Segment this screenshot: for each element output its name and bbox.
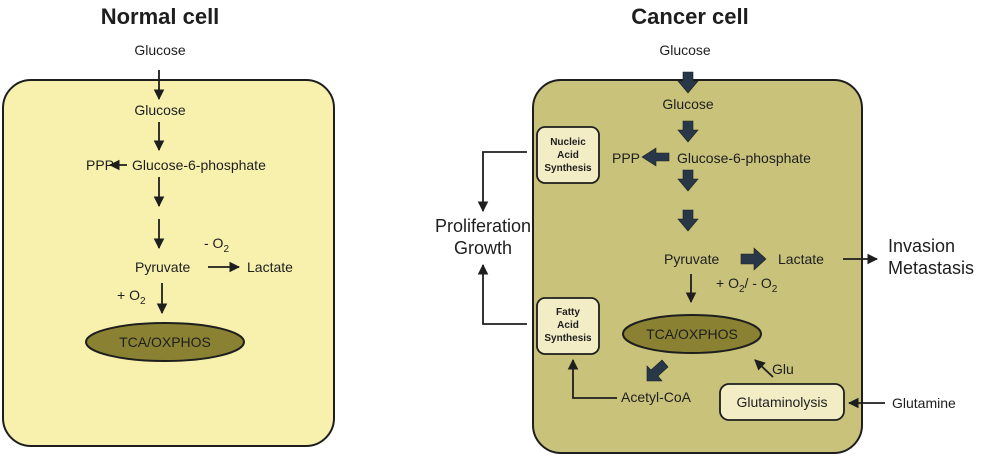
normal-plus-o2-label: + O2 (117, 287, 146, 307)
metastasis-label: Metastasis (888, 258, 974, 278)
cancer-glucose-outside: Glucose (659, 42, 711, 58)
nucleic-acid-synthesis-box (536, 126, 600, 184)
normal-pyruvate: Pyruvate (135, 259, 190, 275)
nucleic-line-3: Synthesis (544, 163, 592, 174)
fatty-line-2: Acid (557, 320, 579, 331)
arrow-fatty-to-proliferation (477, 263, 527, 325)
arrow-nucleic-to-proliferation (477, 151, 527, 213)
cancer-cell-membrane (532, 79, 863, 454)
normal-g6p: Glucose-6-phosphate (132, 157, 266, 173)
cancer-ppp: PPP (612, 150, 640, 166)
normal-minus-o2-label: - O2 (204, 235, 229, 255)
cancer-tca-label: TCA/OXPHOS (646, 326, 738, 342)
normal-ppp: PPP (86, 157, 114, 173)
cancer-pyruvate: Pyruvate (664, 251, 719, 267)
glutaminolysis-label: Glutaminolysis (736, 394, 827, 410)
cancer-lactate: Lactate (778, 251, 824, 267)
nucleic-line-1: Nucleic (550, 137, 586, 148)
normal-cell-title: Normal cell (101, 4, 220, 29)
cancer-o2-label: + O2/ - O2 (716, 275, 778, 295)
normal-lactate: Lactate (247, 259, 293, 275)
glutamine-label: Glutamine (892, 395, 956, 411)
cancer-thick-arrow-to-lactate (740, 247, 767, 271)
normal-tca-ellipse (85, 322, 245, 362)
nucleic-line-2: Acid (557, 150, 579, 161)
cancer-cell-title: Cancer cell (631, 4, 748, 29)
normal-cell-membrane (2, 79, 335, 447)
cancer-glucose-inside: Glucose (662, 96, 714, 112)
cancer-glu: Glu (772, 361, 794, 377)
glutaminolysis-box (719, 383, 845, 421)
fatty-line-3: Synthesis (544, 333, 592, 344)
cancer-thick-arrow-to-acetyl-coa (646, 359, 669, 382)
proliferation-label: Proliferation (435, 216, 531, 236)
normal-glucose-outside: Glucose (134, 42, 186, 58)
fatty-line-1: Fatty (556, 307, 580, 318)
growth-label: Growth (454, 238, 512, 258)
cancer-g6p: Glucose-6-phosphate (677, 150, 811, 166)
arrow-acetyl-coa-to-fatty-acid (567, 358, 617, 399)
cancer-thick-arrow-to-ppp (641, 147, 670, 167)
fatty-acid-synthesis-box (536, 297, 600, 355)
cancer-acetyl-coa: Acetyl-CoA (621, 389, 692, 405)
invasion-label: Invasion (888, 236, 955, 256)
cancer-tca-ellipse (622, 314, 762, 354)
normal-tca-label: TCA/OXPHOS (119, 334, 211, 350)
normal-glucose-inside: Glucose (134, 102, 186, 118)
arrow-glu-to-tca (754, 359, 774, 378)
